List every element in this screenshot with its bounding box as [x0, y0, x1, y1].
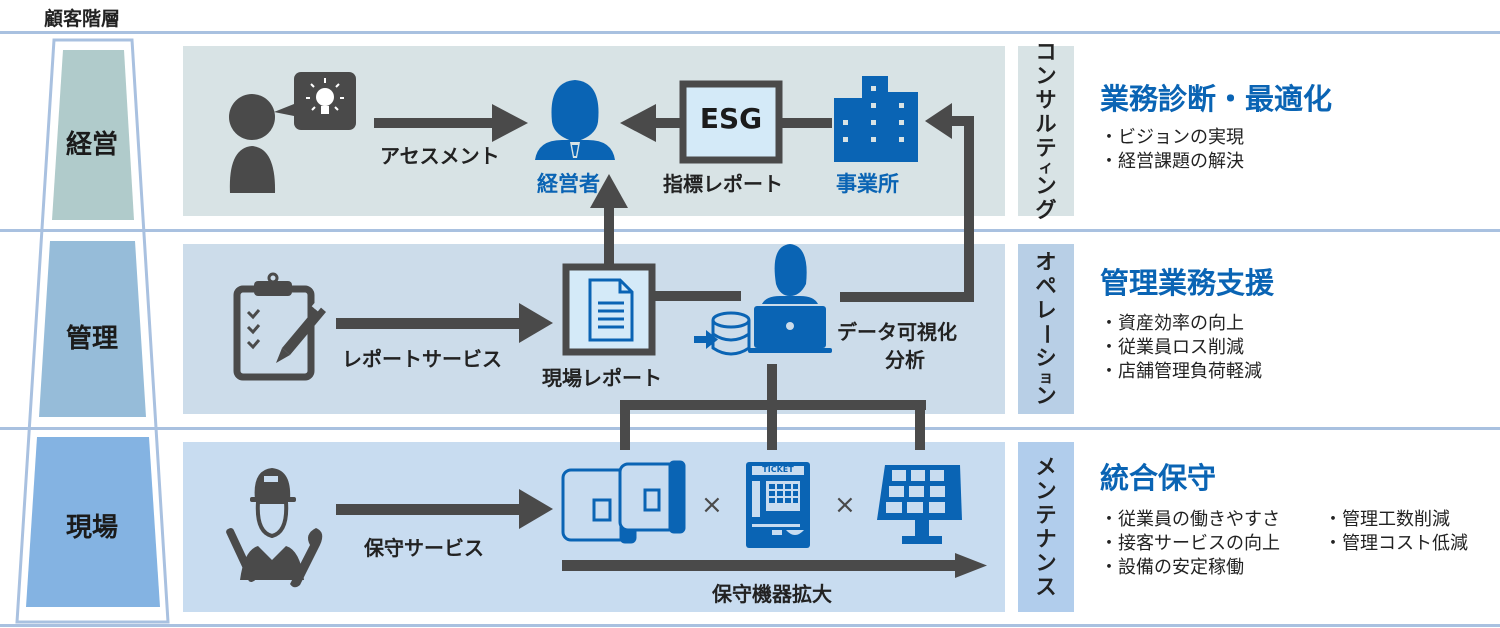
analysis-to-office-arrow: [840, 103, 974, 302]
tier-fill-field: [26, 437, 160, 607]
tier-fill-management: [52, 50, 134, 220]
pen-icon: [276, 298, 326, 363]
bullet-item: ・ビジョンの実現: [1100, 127, 1244, 148]
office-label: 事業所: [836, 172, 899, 196]
tier-label-management: 経営: [66, 130, 119, 160]
report-analyst-connector: [655, 291, 741, 301]
idea-bubble-icon: [274, 72, 356, 130]
divider-2: [0, 427, 1500, 430]
bullet-item: ・接客サービスの向上: [1100, 533, 1280, 554]
database-icon: [711, 311, 751, 356]
category-label-consulting: コ ン サ ル テ ィ ン グ: [1035, 40, 1057, 222]
data-analyst-icon: [748, 244, 832, 353]
solar-panel-icon: [877, 465, 962, 544]
maintenance-service-arrow: [336, 489, 553, 529]
analysis-to-equipment-connector: [620, 364, 926, 450]
document-icon: [588, 278, 634, 342]
esg-to-executive-arrow: [620, 104, 682, 142]
category-panel-operation: [1018, 244, 1074, 414]
pyramid-outline: [15, 38, 170, 624]
assessment-arrow: [374, 104, 528, 142]
times-symbol-1: ×: [701, 490, 723, 520]
maintenance-worker-icon: [226, 468, 323, 588]
bullet-item: ・設備の安定稼働: [1100, 557, 1244, 578]
ticket-text: TICKET: [762, 465, 794, 474]
ticket-machine-icon: [746, 462, 810, 548]
esg-box: [679, 80, 783, 164]
equipment-expand-arrow: [562, 553, 987, 578]
field-report-label: 現場レポート: [542, 366, 662, 390]
report-service-label: レポートサービス: [342, 347, 502, 371]
bullet-item: ・管理工数削減: [1324, 509, 1450, 530]
divider-1: [0, 229, 1500, 232]
service-title-consulting: 業務診断・最適化: [1100, 82, 1333, 116]
equipment-expand-label: 保守機器拡大: [712, 582, 832, 606]
service-bullets-maintenance-col1: ・従業員の働きやすさ ・接客サービスの向上 ・設備の安定稼働: [1100, 508, 1280, 580]
data-analysis-label-line1: データ可視化: [837, 320, 957, 344]
esg-box-label: ESG: [699, 102, 763, 135]
divider-bottom: [0, 624, 1500, 627]
bullet-item: ・経営課題の解決: [1100, 151, 1244, 172]
ticket-gate-icon: [561, 460, 686, 544]
clipboard-checklist-icon: [233, 272, 326, 381]
bullet-item: ・店舗管理負荷軽減: [1100, 361, 1262, 382]
field-report-box: [562, 263, 656, 356]
field-report-to-executive-arrow: [590, 174, 628, 264]
tier-label-administration: 管理: [66, 324, 119, 354]
divider-top: [0, 31, 1500, 34]
indicator-report-label: 指標レポート: [663, 172, 783, 196]
report-service-arrow: [336, 303, 553, 343]
maintenance-service-label: 保守サービス: [364, 536, 484, 560]
data-analysis-label-line2: 分析: [885, 348, 925, 372]
category-label-operation: オ ペ レ ー シ ョ ン: [1034, 250, 1058, 408]
service-bullets-maintenance-col2: ・管理工数削減 ・管理コスト低減: [1324, 508, 1468, 556]
esg-office-connector: [782, 118, 832, 128]
category-label-maintenance: メ ン テ ナ ン ス: [1035, 455, 1057, 599]
data-input-arrow-icon: [694, 330, 718, 349]
bullet-item: ・従業員の働きやすさ: [1100, 509, 1280, 530]
category-panel-consulting: [1018, 46, 1074, 216]
consultant-person-icon: [229, 94, 276, 193]
service-bullets-operation: ・資産効率の向上 ・従業員ロス削減 ・店舗管理負荷軽減: [1100, 312, 1262, 384]
bullet-item: ・資産効率の向上: [1100, 313, 1244, 334]
tier-fill-administration: [39, 241, 146, 417]
category-panel-maintenance: [1018, 442, 1074, 612]
tier-label-field: 現場: [66, 513, 119, 543]
times-symbol-2: ×: [834, 490, 856, 520]
executive-label: 経営者: [537, 172, 600, 196]
bullet-item: ・管理コスト低減: [1324, 533, 1468, 554]
executive-icon: [535, 80, 615, 160]
assessment-label: アセスメント: [380, 144, 500, 168]
header-title: 顧客階層: [44, 8, 121, 30]
service-title-maintenance: 統合保守: [1100, 461, 1217, 495]
service-title-operation: 管理業務支援: [1100, 266, 1275, 300]
bullet-item: ・従業員ロス削減: [1100, 337, 1244, 358]
service-bullets-consulting: ・ビジョンの実現 ・経営課題の解決: [1100, 126, 1244, 174]
office-building-icon: [834, 76, 918, 162]
